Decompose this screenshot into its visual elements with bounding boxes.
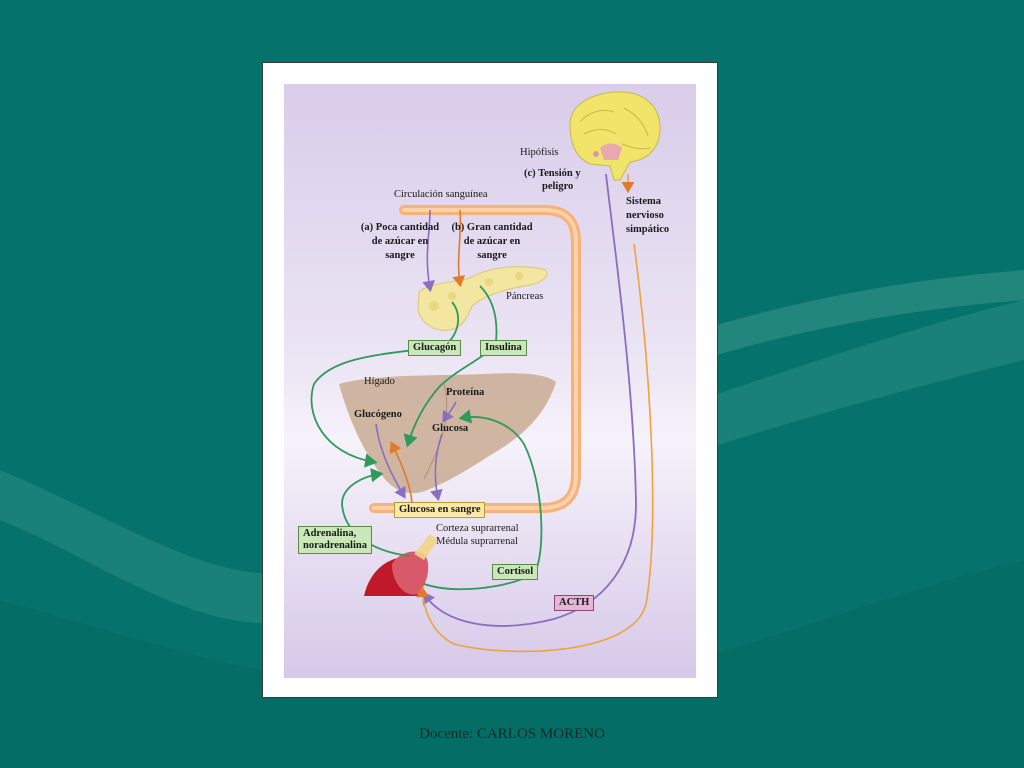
cortisol-box: Cortisol	[492, 564, 539, 580]
poca-label-line3: sangre	[385, 250, 415, 261]
adrenalina-box-line2: noradrenalina	[303, 540, 367, 551]
adrenalina-box-line1: Adrenalina,	[303, 528, 357, 539]
corteza-label: Corteza suprarrenal	[436, 523, 519, 534]
adrenalina-box: Adrenalina, noradrenalina	[298, 526, 372, 554]
pancreas-label: Páncreas	[506, 291, 544, 302]
glucagon-box: Glucagón	[408, 340, 462, 356]
tension-label-line2: peligro	[542, 181, 574, 192]
hipofisis-label: Hipófisis	[520, 147, 559, 158]
pancreas-shape	[417, 266, 548, 331]
footer-teacher-credit: Docente: CARLOS MORENO	[419, 726, 605, 742]
poca-label-line1: (a) Poca cantidad	[360, 222, 440, 233]
diagram-graphics	[284, 84, 696, 678]
proteina-label: Proteína	[446, 387, 485, 398]
adrenal-gland-shape	[392, 551, 429, 595]
glucose-regulation-figure: Hipófisis (c) Tensión y peligro Sistema …	[284, 84, 696, 678]
gran-label-line1: (b) Gran cantidad	[451, 222, 533, 233]
brain-shape	[569, 91, 661, 181]
circulacion-label: Circulación sanguínea	[394, 189, 488, 200]
poca-label-line2: de azúcar en	[371, 236, 429, 247]
acth-box: ACTH	[554, 595, 595, 611]
sistema-label-line3: simpático	[626, 224, 670, 235]
insulina-box: Insulina	[480, 340, 527, 356]
glucosa-label: Glucosa	[432, 423, 469, 434]
gran-label-line2: de azúcar en	[463, 236, 521, 247]
sistema-label-line2: nervioso	[626, 210, 664, 221]
liver-shape	[339, 373, 556, 494]
medula-label: Médula suprarrenal	[436, 536, 518, 547]
glucogeno-label: Glucógeno	[354, 409, 402, 420]
sistema-label-line1: Sistema	[626, 196, 661, 207]
tension-label-line1: (c) Tensión y	[524, 168, 581, 179]
higado-label: Hígado	[364, 376, 395, 387]
glucosa-sangre-box: Glucosa en sangre	[394, 502, 486, 518]
gran-label-line3: sangre	[477, 250, 507, 261]
